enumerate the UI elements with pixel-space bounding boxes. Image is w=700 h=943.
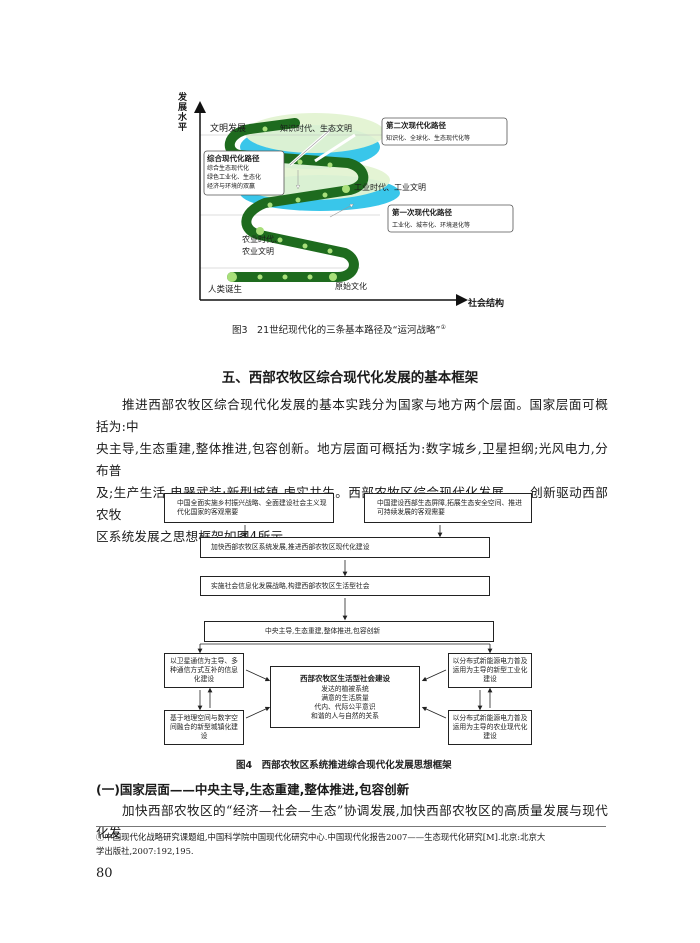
figure-4-caption: 图4 西部农牧区系统推进综合现代化发展思想框架	[236, 760, 452, 771]
label-nongye-1: 农业时代、	[242, 235, 282, 244]
footnote-line: 学出版社,2007:192,195.	[96, 846, 194, 856]
development-path	[224, 118, 369, 282]
callout-second-modernization: 第二次现代化路径 知识化、全球化、生态现代化等	[386, 120, 506, 142]
callout-second-title: 第二次现代化路径	[386, 121, 446, 130]
callout-first-text: 工业化、城市化、环境退化等	[392, 222, 471, 229]
section-heading: 五、西部农牧区综合现代化发展的基本框架	[221, 370, 479, 386]
box-top-left: 中国全面实施乡村振兴战略、全面建设社会主义现代化国家的客观需要	[164, 493, 334, 523]
box-agricultural-modernization: 以分布式新能源电力普及运用为主导的农业现代化建设	[448, 710, 532, 745]
callout-integrated-line: 综合生态现代化	[207, 165, 250, 172]
box-informatization-strategy: 实施社会信息化发展战略,构建西部农牧区生活型社会	[200, 576, 490, 596]
callout-integrated-line: 绿色工业化、生态化	[207, 174, 262, 181]
callout-integrated-line: 经济与环境的双赢	[207, 183, 256, 190]
figure-3-caption: 图3 21世纪现代化的三条基本路径及“运河战略”①	[232, 322, 446, 336]
label-wenming: 文明发展	[210, 124, 247, 134]
living-society-title: 西部农牧区生活型社会建设	[300, 673, 390, 683]
figure-3-drawing	[194, 101, 514, 306]
paragraph-2: 加快西部农牧区的“经济—社会—生态”协调发展,加快西部农牧区的高质量发展与现代化…	[96, 800, 608, 844]
figure-3: 发展水平 社会结构 文明发展 知识时代、生态文明 工业时代、工业文明 农业时代、…	[170, 85, 550, 315]
callout-integrated-modernization: 综合现代化路径 综合生态现代化 绿色工业化、生态化 经济与环境的双赢	[207, 153, 285, 191]
label-yuanshi: 原始文化	[335, 282, 367, 291]
living-society-item: 代内、代际公平意识	[314, 702, 376, 711]
box-accelerate-system: 加快西部农牧区系统发展,推进西部农牧区现代化建设	[200, 537, 490, 558]
callout-first-title: 第一次现代化路径	[392, 208, 452, 217]
box-satellite-informatization: 以卫星通信为主导、多种通信方式互补的信息化建设	[164, 653, 244, 688]
box-new-urbanization: 基于地理空间与数字空间融合的新型城镇化建设	[164, 710, 244, 745]
footnote-rule	[96, 826, 606, 827]
living-society-item: 发达的植被系统	[321, 684, 369, 693]
paragraph-line: 央主导,生态重建,整体推进,包容创新。地方层面可概括为:数字城乡,卫星担纲;光风…	[96, 441, 608, 478]
label-renlei: 人类诞生	[208, 285, 243, 295]
paragraph-line: 推进西部农牧区综合现代化发展的基本实践分为国家与地方两个层面。国家层面可概括为:…	[96, 397, 608, 434]
label-nongye-2: 农业文明	[242, 247, 274, 256]
footnote-line: ①中国现代化战略研究课题组,中国科学院中国现代化研究中心.中国现代化报告2007…	[96, 832, 546, 842]
y-axis-label: 发展水平	[178, 93, 188, 133]
subheading: (一)国家层面——中央主导,生态重建,整体推进,包容创新	[96, 782, 410, 797]
living-society-item: 满意的生活质量	[321, 693, 369, 702]
label-gongye: 工业时代、工业文明	[354, 183, 426, 192]
paragraph-line: 加快西部农牧区的“经济—社会—生态”协调发展,加快西部农牧区的高质量发展与现代化…	[96, 803, 608, 840]
box-central-leadership: 中央主导,生态重建,整体推进,包容创新	[204, 621, 494, 642]
page-number: 80	[96, 866, 113, 881]
living-society-item: 和谐的人与自然的关系	[311, 711, 379, 720]
label-zhishi: 知识时代、生态文明	[280, 124, 352, 133]
footnote: ①中国现代化战略研究课题组,中国科学院中国现代化研究中心.中国现代化报告2007…	[96, 830, 611, 858]
figure-4: 中国全面实施乡村振兴战略、全面建设社会主义现代化国家的客观需要 中国建设西部生态…	[160, 490, 540, 745]
box-top-right: 中国建设西部生态屏障,拓展生态安全空间、推进可持续发展的客观需要	[364, 493, 532, 523]
figure-3-caption-note: ①	[440, 323, 446, 331]
figure-4-connectors	[197, 525, 493, 719]
callout-first-modernization: 第一次现代化路径 工业化、城市化、环境退化等	[392, 207, 512, 229]
callout-integrated-title: 综合现代化路径	[207, 154, 260, 163]
x-axis-label: 社会结构	[468, 299, 505, 309]
figure-3-caption-text: 图3 21世纪现代化的三条基本路径及“运河战略”	[232, 325, 441, 336]
box-living-society: 西部农牧区生活型社会建设 发达的植被系统 满意的生活质量 代内、代际公平意识 和…	[270, 666, 420, 728]
box-new-industrialization: 以分布式新能源电力普及运用为主导的新型工业化建设	[448, 653, 532, 688]
callout-second-text: 知识化、全球化、生态现代化等	[386, 135, 471, 142]
